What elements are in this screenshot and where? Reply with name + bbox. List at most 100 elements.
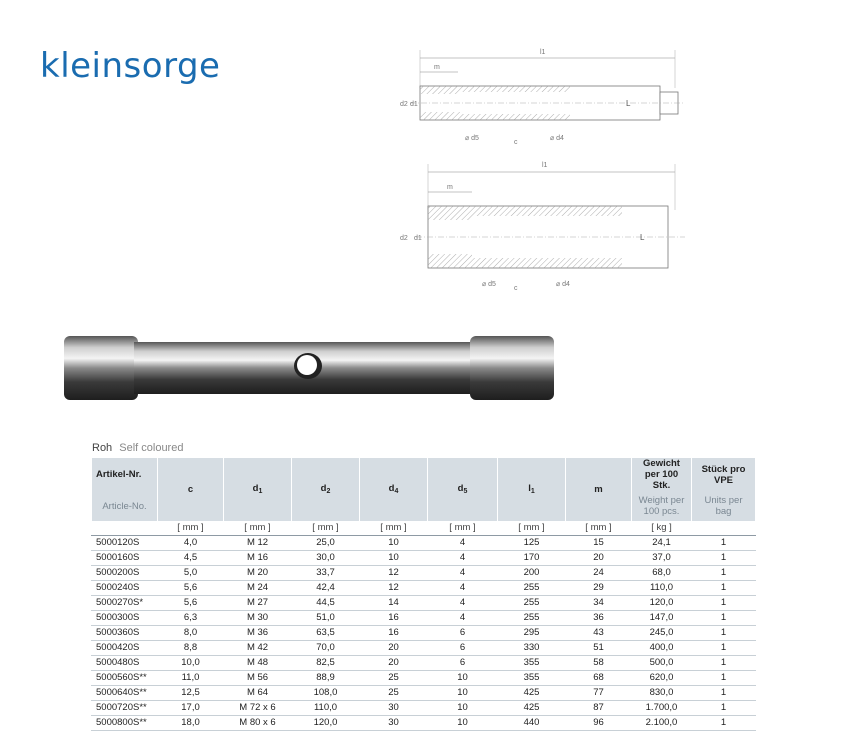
cell-article: 5000560S** bbox=[91, 670, 158, 686]
unit-cell: [ mm ] bbox=[427, 521, 498, 536]
cell-l1: 255 bbox=[497, 580, 566, 596]
cell-units: 1 bbox=[691, 580, 756, 596]
cell-d1: M 36 bbox=[223, 625, 292, 641]
unit-cell bbox=[691, 521, 756, 536]
label-d4-top: ⌀ d4 bbox=[550, 135, 564, 142]
col-l1-sub: 1 bbox=[530, 487, 535, 495]
col-d4: d4 bbox=[359, 458, 428, 521]
cell-m: 58 bbox=[565, 655, 632, 671]
cell-l1: 295 bbox=[497, 625, 566, 641]
cell-units: 1 bbox=[691, 715, 756, 731]
cell-d2: 25,0 bbox=[291, 535, 360, 551]
cell-units: 1 bbox=[691, 640, 756, 656]
col-d1-text: d bbox=[252, 482, 259, 494]
cell-l1: 125 bbox=[497, 535, 566, 551]
unit-cell: [ mm ] bbox=[157, 521, 224, 536]
label-c-bottom: c bbox=[514, 285, 518, 292]
cell-d2: 70,0 bbox=[291, 640, 360, 656]
col-units-de: Stück pro VPE bbox=[691, 458, 756, 491]
cell-l1: 355 bbox=[497, 670, 566, 686]
cell-d1: M 64 bbox=[223, 685, 292, 701]
cell-m: 34 bbox=[565, 595, 632, 611]
cell-d1: M 16 bbox=[223, 550, 292, 566]
col-d1: d1 bbox=[223, 458, 292, 521]
cell-d4: 20 bbox=[359, 655, 428, 671]
label-c-top: c bbox=[514, 139, 518, 146]
cell-weight: 37,0 bbox=[631, 550, 692, 566]
cell-d4: 16 bbox=[359, 610, 428, 626]
cell-m: 24 bbox=[565, 565, 632, 581]
cell-l1: 330 bbox=[497, 640, 566, 656]
cell-d5: 4 bbox=[427, 610, 498, 626]
cell-d2: 110,0 bbox=[291, 700, 360, 716]
cell-m: 29 bbox=[565, 580, 632, 596]
cell-l1: 355 bbox=[497, 655, 566, 671]
cell-c: 4,0 bbox=[157, 535, 224, 551]
cell-c: 5,6 bbox=[157, 580, 224, 596]
cell-d5: 4 bbox=[427, 595, 498, 611]
cell-article: 5000360S bbox=[91, 625, 158, 641]
cell-d1: M 56 bbox=[223, 670, 292, 686]
cell-units: 1 bbox=[691, 535, 756, 551]
col-d4-sub: 4 bbox=[394, 487, 399, 495]
cell-l1: 425 bbox=[497, 700, 566, 716]
cell-l1: 255 bbox=[497, 610, 566, 626]
cell-m: 87 bbox=[565, 700, 632, 716]
unit-cell: [ mm ] bbox=[359, 521, 428, 536]
cell-d4: 20 bbox=[359, 640, 428, 656]
cell-d5: 6 bbox=[427, 625, 498, 641]
cell-d4: 16 bbox=[359, 625, 428, 641]
cell-units: 1 bbox=[691, 550, 756, 566]
cell-weight: 620,0 bbox=[631, 670, 692, 686]
unit-cell: [ mm ] bbox=[565, 521, 632, 536]
brand-logo: kleinsorge bbox=[40, 46, 221, 86]
cell-c: 5,6 bbox=[157, 595, 224, 611]
cell-weight: 500,0 bbox=[631, 655, 692, 671]
cell-d4: 25 bbox=[359, 685, 428, 701]
cell-weight: 2.100,0 bbox=[631, 715, 692, 731]
cell-d1: M 48 bbox=[223, 655, 292, 671]
cell-c: 17,0 bbox=[157, 700, 224, 716]
cell-d1: M 27 bbox=[223, 595, 292, 611]
cell-article: 5000200S bbox=[91, 565, 158, 581]
cell-article: 5000480S bbox=[91, 655, 158, 671]
col-d5-sub: 5 bbox=[463, 487, 468, 495]
cell-m: 96 bbox=[565, 715, 632, 731]
unit-cell: [ kg ] bbox=[631, 521, 692, 536]
cell-article: 5000120S bbox=[91, 535, 158, 551]
cell-weight: 110,0 bbox=[631, 580, 692, 596]
cell-l1: 440 bbox=[497, 715, 566, 731]
label-l1-top: l1 bbox=[540, 49, 546, 56]
cell-d1: M 42 bbox=[223, 640, 292, 656]
cell-d2: 51,0 bbox=[291, 610, 360, 626]
cell-d5: 4 bbox=[427, 535, 498, 551]
cell-c: 8,0 bbox=[157, 625, 224, 641]
product-photo-turnbuckle-body bbox=[64, 336, 554, 400]
col-l1-text: l bbox=[528, 482, 531, 494]
cell-d2: 42,4 bbox=[291, 580, 360, 596]
cell-m: 68 bbox=[565, 670, 632, 686]
cell-m: 43 bbox=[565, 625, 632, 641]
cell-m: 36 bbox=[565, 610, 632, 626]
col-article-en: Article-No. bbox=[91, 491, 158, 521]
cell-weight: 120,0 bbox=[631, 595, 692, 611]
cell-d2: 82,5 bbox=[291, 655, 360, 671]
cell-c: 5,0 bbox=[157, 565, 224, 581]
col-units-en: Units per bag bbox=[691, 491, 756, 521]
cell-d1: M 20 bbox=[223, 565, 292, 581]
cell-units: 1 bbox=[691, 610, 756, 626]
cell-article: 5000720S** bbox=[91, 700, 158, 716]
cell-d5: 4 bbox=[427, 550, 498, 566]
unit-cell: [ mm ] bbox=[291, 521, 360, 536]
cell-units: 1 bbox=[691, 655, 756, 671]
label-d5-bottom: ⌀ d5 bbox=[482, 281, 496, 288]
cell-d4: 30 bbox=[359, 715, 428, 731]
cell-units: 1 bbox=[691, 670, 756, 686]
cell-d5: 10 bbox=[427, 700, 498, 716]
